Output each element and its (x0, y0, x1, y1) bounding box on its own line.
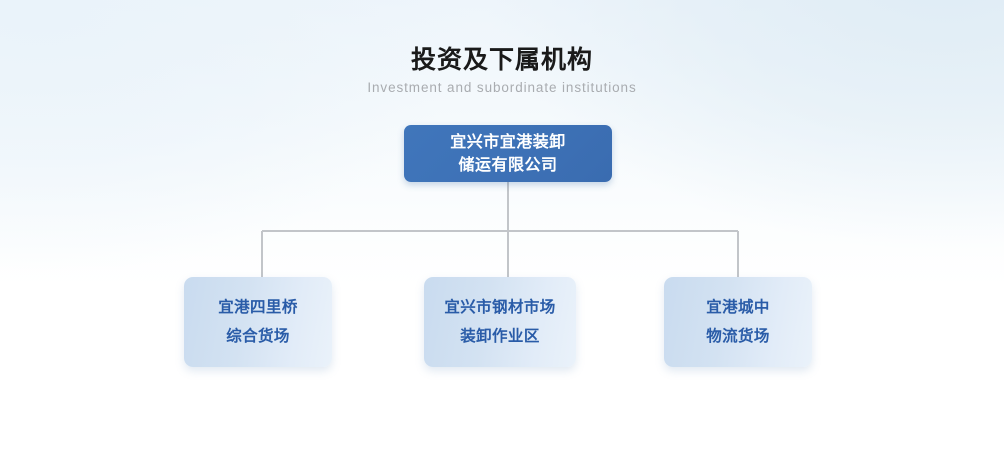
org-node-child-1-label: 宜港四里桥 综合货场 (218, 293, 298, 351)
org-node-child-3-label: 宜港城中 物流货场 (706, 293, 770, 351)
org-node-root-line2: 储运有限公司 (458, 156, 558, 174)
org-node-root-line1: 宜兴市宜港装卸 (450, 133, 566, 151)
page-title: 投资及下属机构 (410, 46, 593, 74)
org-node-root[interactable]: 宜兴市宜港装卸 储运有限公司 (404, 125, 612, 182)
org-node-child-3-line1: 宜港城中 (706, 299, 770, 316)
org-node-child-3[interactable]: 宜港城中 物流货场 (664, 277, 812, 367)
org-node-child-2-line1: 宜兴市钢材市场 (444, 299, 556, 316)
org-node-child-3-line2: 物流货场 (706, 328, 770, 345)
page-subtitle: Investment and subordinate institutions (367, 80, 637, 95)
org-node-root-label: 宜兴市宜港装卸 储运有限公司 (450, 131, 566, 177)
org-node-child-1-line1: 宜港四里桥 (218, 299, 298, 316)
org-node-child-2-line2: 装卸作业区 (460, 328, 540, 345)
org-node-child-2[interactable]: 宜兴市钢材市场 装卸作业区 (424, 277, 576, 367)
page-heading: 投资及下属机构 Investment and subordinate insti… (0, 44, 1004, 97)
org-node-child-2-label: 宜兴市钢材市场 装卸作业区 (444, 293, 555, 351)
org-node-child-1-line2: 综合货场 (226, 328, 290, 345)
org-node-child-1[interactable]: 宜港四里桥 综合货场 (184, 277, 332, 367)
